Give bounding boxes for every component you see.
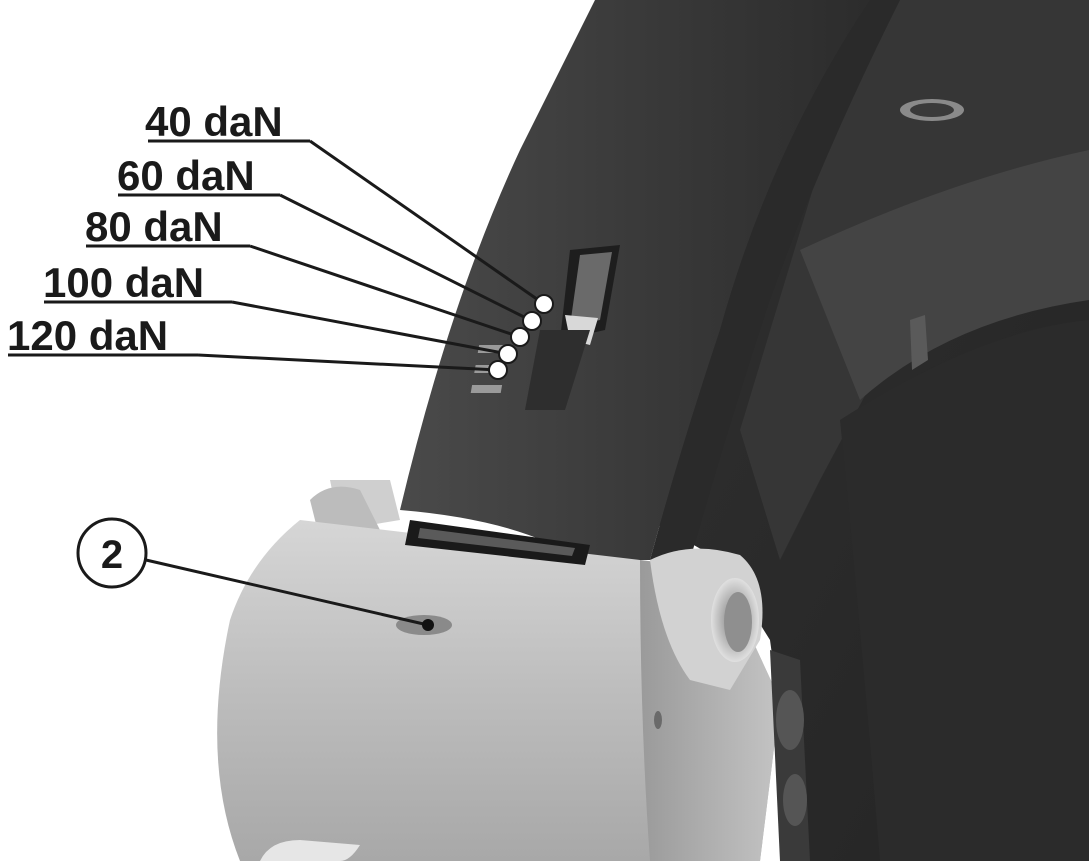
- leader-60-diag: [279, 193, 533, 323]
- leader-callout-2: [145, 558, 429, 627]
- label-60-dan: 60 daN: [117, 152, 255, 199]
- marker-dots: [488, 294, 554, 380]
- label-40-dan: 40 daN: [145, 98, 283, 145]
- force-indicator: [470, 245, 620, 410]
- marker-100: [498, 344, 518, 364]
- label-120-dan: 120 daN: [7, 312, 168, 359]
- leader-100-diag: [231, 300, 509, 356]
- callout-2: 2: [76, 517, 148, 589]
- callout-2-number: 2: [101, 533, 123, 577]
- marker-60: [522, 311, 542, 331]
- label-100-dan: 100 daN: [43, 259, 204, 306]
- label-80-dan: 80 daN: [85, 203, 223, 250]
- leader-120-diag: [197, 353, 499, 372]
- bracket-block: [217, 480, 810, 861]
- leader-80-diag: [249, 244, 521, 339]
- leader-lines: [8, 139, 545, 627]
- marker-80: [510, 327, 530, 347]
- leader-40-diag: [309, 139, 545, 306]
- callout-2-target-dot: [422, 619, 434, 631]
- marker-120: [488, 360, 508, 380]
- marker-40: [534, 294, 554, 314]
- curved-arm: [400, 0, 900, 560]
